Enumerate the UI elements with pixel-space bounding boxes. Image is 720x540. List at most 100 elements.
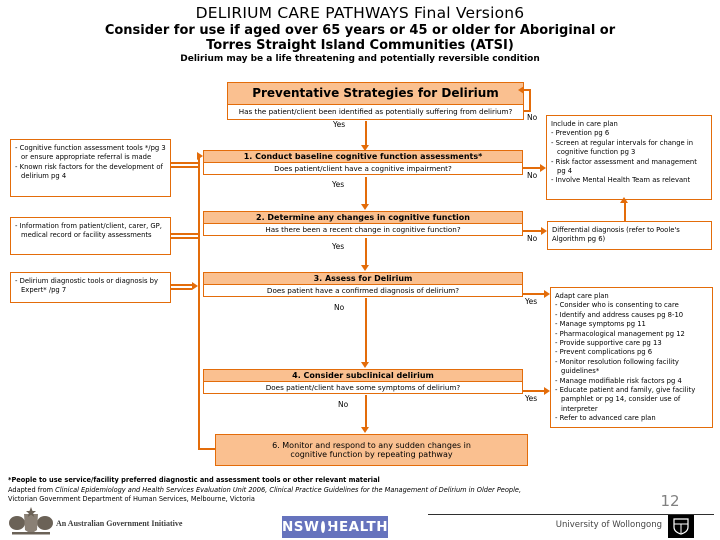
note-item: - Screen at regular intervals for change… (551, 138, 694, 157)
footer-divider (428, 514, 714, 515)
left-note-assessment-tools: - Cognitive function assessment tools */… (10, 139, 171, 197)
note-item: - Consider who is consenting to care (555, 301, 679, 310)
connector-start-yes (365, 121, 367, 146)
label-step3-no: No (334, 303, 345, 312)
subtitle-line2: Torres Straight Island Communities (ATSI… (206, 38, 514, 53)
page-number: 12 (660, 492, 680, 510)
connector-start-no-return (524, 89, 531, 91)
connector-note1-a (171, 162, 198, 164)
note-item: - Manage modifiable risk factors pg 4 (555, 376, 682, 385)
arrowhead-start-no (518, 86, 524, 94)
flow-node-step1: 1. Conduct baseline cognitive function a… (203, 150, 523, 175)
health-text: HEALTH (327, 519, 388, 535)
connector-step1-yes (365, 177, 367, 204)
connector-repeat-loop-h (199, 448, 216, 450)
note-item: - Information from patient/client, carer… (15, 222, 162, 240)
arrowhead-repeat-loop (197, 152, 203, 160)
note-item: - Pharmacological management pg 12 (555, 329, 685, 338)
nsw-text: NSW (282, 519, 320, 535)
flow-node-step6: 6. Monitor and respond to any sudden cha… (215, 434, 528, 466)
arrowhead-step2-yes (361, 265, 369, 271)
flow-node-step3: 3. Assess for Delirium Does patient have… (203, 272, 523, 297)
step1-question: Does patient/client have a cognitive imp… (203, 162, 523, 175)
label-step4-yes: Yes (525, 394, 538, 403)
australian-government-text: An Australian Government Initiative (56, 519, 183, 528)
nsw-health-logo: NSW HEALTH (282, 516, 388, 538)
subtitle-line1: Consider for use if aged over 65 years o… (104, 23, 616, 38)
footnote-line3: Victorian Government Department of Human… (8, 495, 255, 503)
connector-note1-b (171, 166, 198, 168)
note-item: - Prevention pg 6 (551, 129, 610, 138)
note-item: - Prevent complications pg 6 (555, 348, 653, 357)
arrowhead-step3-no (361, 362, 369, 368)
connector-repeat-loop-v (198, 155, 200, 450)
connector-step2-no (523, 230, 541, 232)
left-note-diagnostic-tools: - Delirium diagnostic tools or diagnosis… (10, 272, 171, 303)
right-note-adapt-care-plan: Adapt care plan - Consider who is consen… (550, 287, 713, 428)
footnote-line2: Adapted from Clinical Epidemiology and H… (8, 486, 522, 494)
note-item: - Educate patient and family, give facil… (555, 386, 696, 413)
note-item: - Provide supportive care pg 13 (555, 339, 662, 348)
step2-question: Has there been a recent change in cognit… (203, 223, 523, 236)
note-item: - Cognitive function assessment tools */… (15, 144, 166, 162)
adapt-care-plan-title: Adapt care plan (555, 292, 609, 300)
arrowhead-step4-no (361, 427, 369, 433)
step6-text: 6. Monitor and respond to any sudden cha… (272, 441, 471, 459)
flow-node-step4: 4. Consider subclinical delirium Does pa… (203, 369, 523, 394)
label-step1-no: No (527, 171, 538, 180)
label-step1-yes: Yes (332, 180, 345, 189)
connector-start-no-v (529, 90, 531, 111)
arrowhead-step4-yes (544, 387, 550, 395)
connector-note3-b (171, 288, 192, 290)
left-note-information-sources: - Information from patient/client, carer… (10, 217, 171, 255)
connector-step1-no (523, 167, 540, 169)
connector-differential-up (624, 203, 626, 221)
label-step2-yes: Yes (332, 242, 345, 251)
note-item: - Identify and address causes pg 8-10 (555, 310, 684, 319)
label-start-no: No (527, 113, 538, 122)
label-step2-no: No (527, 234, 538, 243)
label-start-yes: Yes (333, 120, 346, 129)
connector-step4-yes (523, 390, 544, 392)
step1-header: 1. Conduct baseline cognitive function a… (203, 150, 523, 163)
note-item: - Manage symptoms pg 11 (555, 320, 646, 329)
connector-step3-yes (523, 293, 544, 295)
label-step3-yes: Yes (525, 297, 538, 306)
footnote-line1: *People to use service/facility preferre… (8, 476, 380, 484)
note-item: - Known risk factors for the development… (15, 162, 163, 181)
note-item: - Involve Mental Health Team as relevant (551, 176, 691, 185)
step4-question: Does patient/client have some symptoms o… (203, 381, 523, 394)
connector-step3-no (365, 298, 367, 362)
care-plan-title: Include in care plan (551, 120, 618, 128)
connector-step2-yes (365, 238, 367, 265)
australian-government-crest-icon (8, 506, 54, 540)
arrowhead-differential-up (620, 197, 628, 203)
connector-step4-no (365, 395, 367, 427)
page-title: DELIRIUM CARE PATHWAYS Final Version6 (195, 4, 525, 22)
arrowhead-step1-no (540, 164, 546, 172)
label-step4-no: No (338, 400, 349, 409)
step3-question: Does patient have a confirmed diagnosis … (203, 284, 523, 297)
arrowhead-note3 (192, 282, 198, 290)
university-of-wollongong-crest-icon (668, 515, 694, 538)
university-of-wollongong-text: University of Wollongong (555, 520, 662, 530)
connector-note2-a (171, 233, 198, 235)
note-item: - Monitor resolution following facility … (555, 357, 679, 376)
arrowhead-start-yes (361, 145, 369, 151)
arrowhead-step2-no (541, 227, 547, 235)
right-note-care-plan: Include in care plan - Prevention pg 6- … (546, 115, 712, 200)
note-item: - Delirium diagnostic tools or diagnosis… (15, 277, 159, 295)
note-item: - Risk factor assessment and management … (551, 157, 697, 176)
flow-node-start: Preventative Strategies for Delirium Has… (227, 82, 524, 120)
differential-text: Differential diagnosis (refer to Poole's… (552, 226, 680, 244)
right-note-differential-diagnosis: Differential diagnosis (refer to Poole's… (547, 221, 712, 250)
nsw-health-emblem-icon (321, 521, 330, 533)
arrowhead-step1-yes (361, 204, 369, 210)
flow-node-step2: 2. Determine any changes in cognitive fu… (203, 211, 523, 236)
connector-start-no-h (524, 110, 531, 112)
warning-text: Delirium may be a life threatening and p… (180, 54, 540, 64)
start-question: Has the patient/client been identified a… (227, 104, 524, 120)
connector-note2-b (171, 237, 198, 239)
start-header: Preventative Strategies for Delirium (227, 82, 524, 105)
arrowhead-step3-yes (544, 290, 550, 298)
